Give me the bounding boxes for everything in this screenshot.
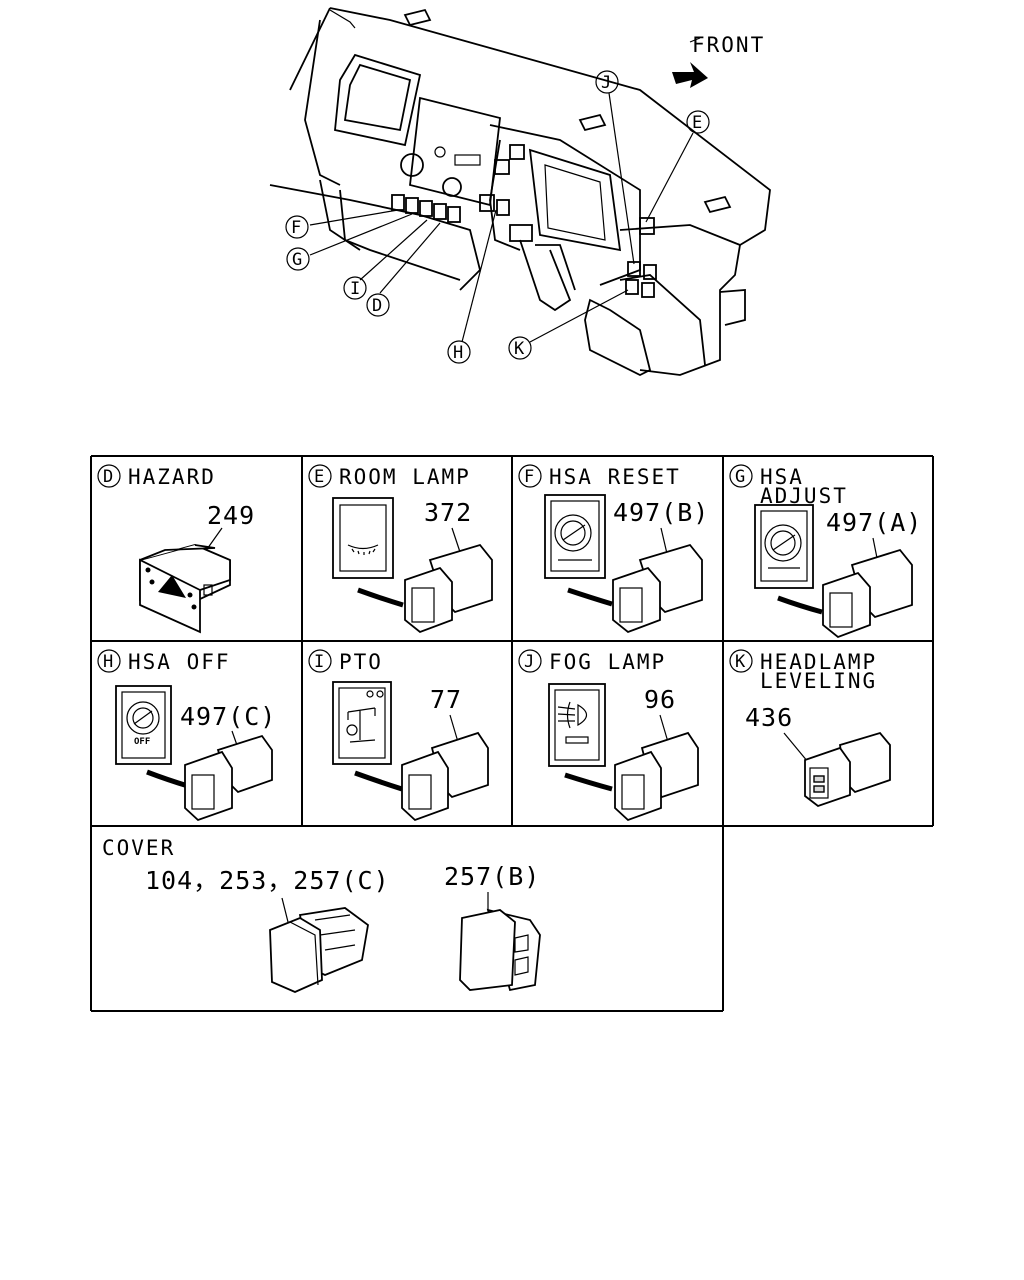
cell-cover: COVER 104，253，257(C) 257(B) — [102, 836, 541, 993]
cell-title: FOG LAMP — [549, 650, 666, 674]
pto-switch-icon — [332, 681, 489, 822]
callout-g: G — [286, 213, 413, 271]
cell-hsa-off: H HSA OFF 497(C) OFF — [97, 649, 276, 822]
front-label: FRONT — [692, 33, 765, 57]
svg-text:K: K — [735, 652, 746, 672]
svg-text:G: G — [735, 467, 745, 487]
svg-text:H: H — [103, 652, 113, 672]
svg-text:J: J — [601, 73, 611, 93]
part-number: 497(A) — [826, 508, 922, 537]
svg-text:F: F — [524, 467, 534, 487]
cell-title: HSA — [760, 465, 804, 489]
headlamp-leveling-switch-icon — [783, 731, 891, 808]
callout-f: F — [285, 209, 399, 239]
cell-hsa-reset: F HSA RESET 497(B) — [518, 464, 709, 634]
svg-text:J: J — [524, 652, 534, 672]
callout-e: E — [645, 110, 710, 223]
front-arrow-icon — [672, 62, 708, 88]
cell-room-lamp: E ROOM LAMP 372 — [308, 464, 493, 634]
cover-plug-icon — [459, 892, 541, 992]
cell-headlamp-leveling: K HEADLAMP LEVELING 436 — [729, 649, 891, 808]
hazard-switch-icon — [139, 527, 231, 634]
svg-text:D: D — [372, 296, 382, 316]
cell-title: ROOM LAMP — [339, 465, 471, 489]
part-number: 96 — [644, 685, 676, 714]
svg-text:H: H — [453, 343, 463, 363]
cell-title-line2: ADJUST — [760, 484, 848, 508]
cell-title: HEADLAMP — [760, 650, 877, 674]
svg-text:I: I — [314, 652, 324, 672]
dashboard-overview-illustration — [269, 7, 771, 377]
callout-h: H — [447, 209, 497, 364]
callout-i: I — [343, 219, 428, 300]
hsa-reset-switch-icon — [544, 494, 703, 634]
cover-blank-switch-icon — [269, 897, 369, 993]
callout-k: K — [508, 289, 629, 360]
svg-text:I: I — [350, 279, 360, 299]
part-number: 249 — [207, 501, 255, 530]
parts-grid — [90, 455, 934, 1012]
off-label: OFF — [134, 737, 150, 747]
svg-text:E: E — [314, 467, 324, 487]
svg-text:F: F — [291, 218, 301, 238]
svg-text:K: K — [514, 339, 525, 359]
svg-text:G: G — [292, 250, 302, 270]
cell-title: PTO — [339, 650, 383, 674]
part-number: 497(C) — [180, 702, 276, 731]
cover-part-left: 104，253，257(C) — [145, 866, 390, 895]
cell-title: HSA RESET — [549, 465, 681, 489]
cell-fog-lamp: J FOG LAMP 96 — [518, 649, 699, 822]
svg-text:D: D — [103, 467, 113, 487]
part-number: 497(B) — [613, 498, 709, 527]
svg-text:E: E — [692, 113, 702, 133]
part-number: 372 — [424, 498, 472, 527]
cell-title-line2: LEVELING — [760, 669, 877, 693]
hsa-adjust-switch-icon — [754, 504, 913, 639]
fog-lamp-switch-icon — [548, 683, 699, 822]
cover-title: COVER — [102, 836, 175, 860]
callout-j: J — [595, 70, 635, 265]
part-number: 436 — [745, 703, 793, 732]
callout-d: D — [366, 222, 441, 317]
cell-title: HSA OFF — [128, 650, 231, 674]
cell-title: HAZARD — [128, 465, 216, 489]
cover-part-right: 257(B) — [444, 862, 540, 891]
part-number: 77 — [430, 685, 462, 714]
cell-pto: I PTO 77 — [308, 649, 489, 822]
room-lamp-switch-icon — [332, 497, 493, 634]
cell-hazard: D HAZARD 249 — [97, 464, 255, 634]
hsa-off-switch-icon: OFF — [115, 685, 273, 822]
cell-hsa-adjust: G HSA ADJUST 497(A) — [729, 464, 922, 639]
